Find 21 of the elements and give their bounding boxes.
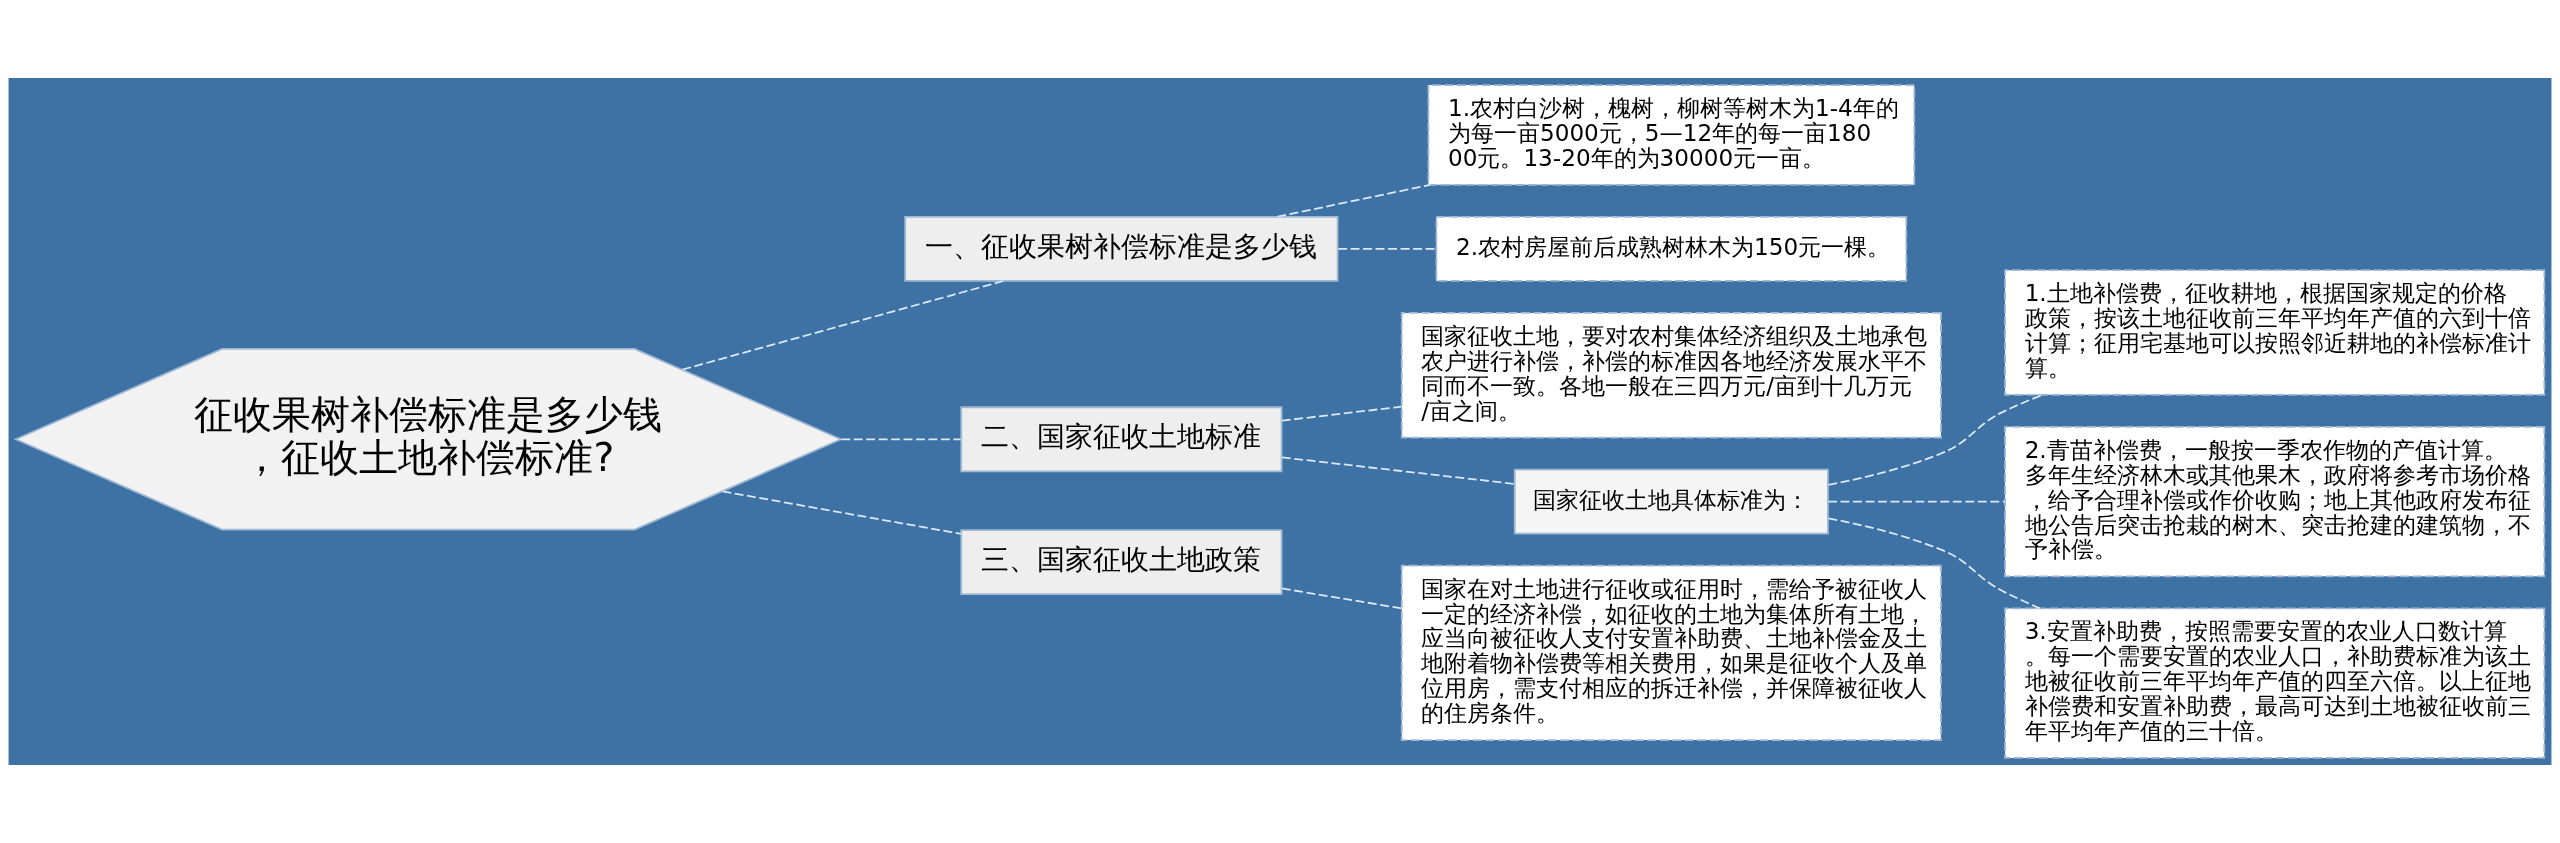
node-box: 国家征收土地，要对农村集体经济组织及土地承包农户进行补偿，补偿的标准因各地经济发展水平不同而不一致。各地一般在三四万元/亩到十几万元/亩之间。 bbox=[1400, 312, 1942, 439]
connector bbox=[1827, 517, 2041, 610]
connector bbox=[1281, 405, 1403, 422]
connector bbox=[1827, 393, 2044, 486]
connector bbox=[721, 490, 963, 535]
node-box: 1.土地补偿费，征收耕地，根据国家规定的价格政策，按该土地征收前三年平均年产值的六到十倍计算；征用宅基地可以按照邻近耕地的补偿标准计算。 bbox=[2004, 269, 2546, 396]
node-box: 2.农村房屋前后成熟树林木为150元一棵。 bbox=[1435, 215, 1908, 282]
node-box: 一、征收果树补偿标准是多少钱 bbox=[904, 215, 1339, 282]
node-box: 3.安置补助费，按照需要安置的农业人口数计算。每一个需要安置的农业人口，补助费标准为该土地被征收前三年平均年产值的四至六倍。以上征地补偿费和安置补助费，最高可达到土地被征收前三年平均年产值的三十倍。 bbox=[2004, 607, 2546, 759]
node-box: 三、国家征收土地政策 bbox=[960, 529, 1283, 596]
node-box: 国家征收土地具体标准为： bbox=[1513, 468, 1829, 535]
node-box: 1.农村白沙树，槐树，柳树等树木为1-4年的为每一亩5000元，5—12年的每一亩18000元。13-20年的为30000元一亩。 bbox=[1427, 84, 1916, 186]
node-box: 2.青苗补偿费，一般按一季农作物的产值计算。多年生经济林木或其他果木，政府将参考市场价格，给予合理补偿或作价收购；地上其他政府发布征地公告后突击抢栽的树木、突击抢建的建筑物，不予补偿。 bbox=[2004, 425, 2546, 578]
connector bbox=[1281, 456, 1516, 485]
connector bbox=[840, 438, 962, 441]
node-box: 二、国家征收土地标准 bbox=[960, 406, 1283, 473]
node-box: 国家在对土地进行征收或征用时，需给予被征收人一定的经济补偿，如征收的土地为集体所有土地，应当向被征收人支付安置补助费、土地补偿金及土地附着物补偿费等相关费用，如果是征收个人及单位用房，需支付相应的拆迁补偿，并保障被征收人的住房条件。 bbox=[1400, 564, 1942, 741]
connector bbox=[1276, 183, 1432, 218]
connector bbox=[1281, 587, 1403, 610]
connector bbox=[1827, 500, 2006, 503]
connector bbox=[681, 280, 1005, 371]
